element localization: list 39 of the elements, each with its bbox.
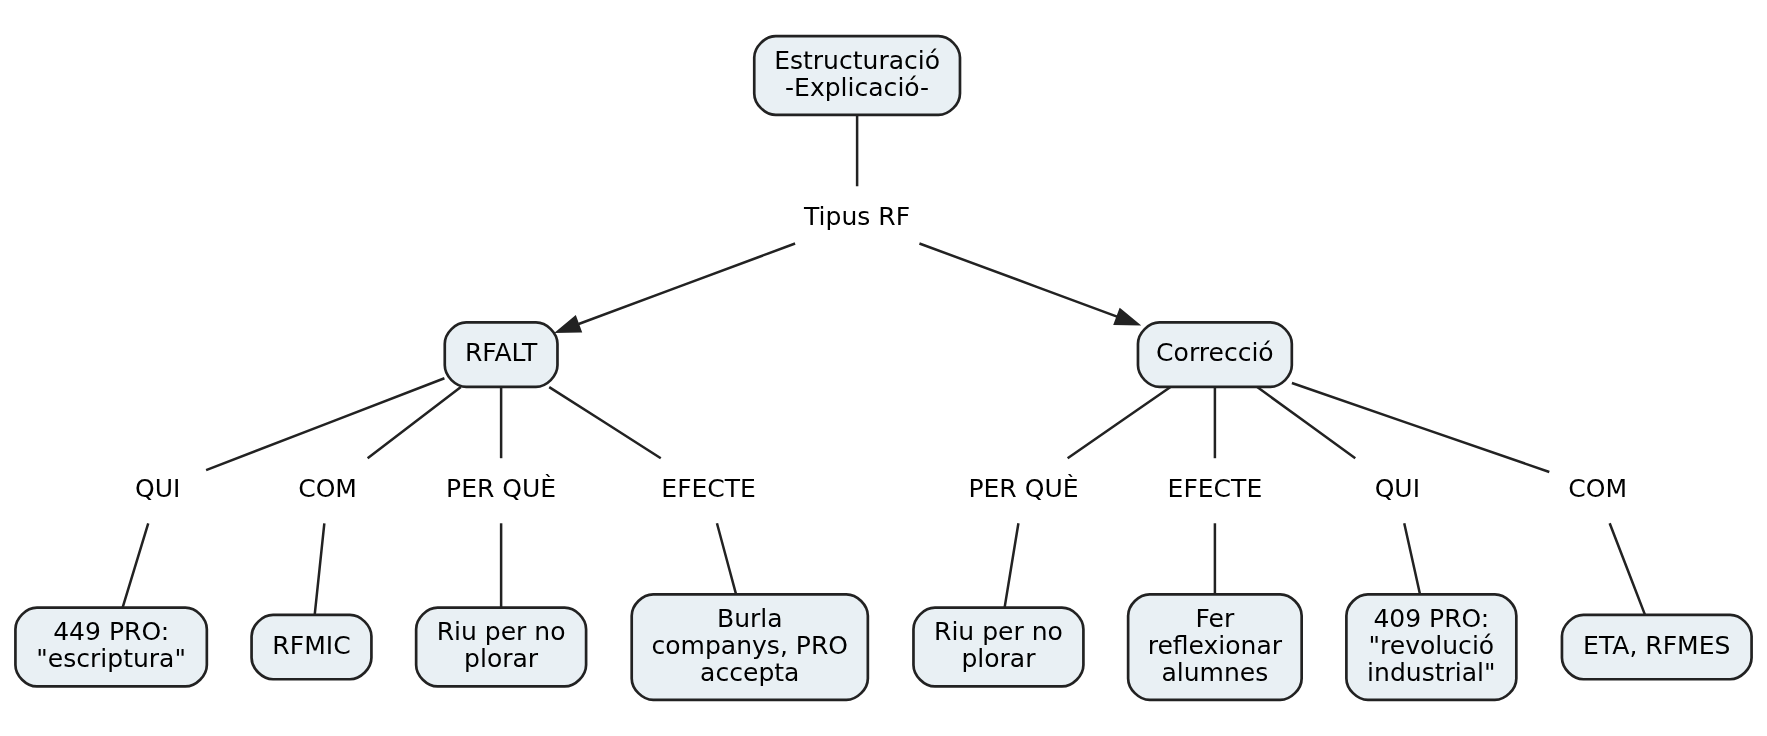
connector <box>1213 523 1217 594</box>
node-text: COM <box>1568 474 1628 504</box>
node-box: RFMIC <box>250 613 373 681</box>
connector <box>313 523 326 615</box>
node-box: Burla companys, PRO accepta <box>630 592 870 702</box>
connector <box>1608 522 1646 615</box>
node-box: 409 PRO: "revolució industrial" <box>1345 592 1518 702</box>
connector <box>121 522 150 608</box>
connector <box>499 387 503 459</box>
connector <box>548 386 662 460</box>
connector <box>1291 381 1550 474</box>
node-box: Riu per no plorar <box>414 606 588 688</box>
connector <box>855 115 859 187</box>
connector <box>715 522 738 595</box>
node-box: Estructuració -Explicació- <box>752 34 962 117</box>
node-box: 449 PRO: "escriptura" <box>14 606 209 688</box>
node-box: Fer reflexionar alumnes <box>1126 592 1303 702</box>
connector <box>1066 386 1172 460</box>
node-text: QUI <box>134 474 181 504</box>
arrow <box>919 242 1142 326</box>
node-text: PER QUÈ <box>968 474 1079 504</box>
node-box: Riu per no plorar <box>912 606 1085 688</box>
node-box: RFALT <box>443 321 559 389</box>
node-text: Tipus RF <box>804 202 911 232</box>
connector <box>499 523 503 608</box>
connector <box>1256 386 1356 460</box>
node-text: EFECTE <box>1167 474 1263 504</box>
arrow <box>554 242 796 334</box>
connector <box>366 386 462 460</box>
connector <box>1403 523 1422 595</box>
node-text: PER QUÈ <box>446 474 557 504</box>
connector <box>1213 387 1217 459</box>
node-text: QUI <box>1374 474 1421 504</box>
node-text: EFECTE <box>661 474 756 504</box>
node-box: ETA, RFMES <box>1560 613 1753 681</box>
node-text: COM <box>298 474 357 504</box>
connector <box>205 377 445 472</box>
node-box: Correcció <box>1136 321 1294 389</box>
connector <box>1003 523 1020 608</box>
